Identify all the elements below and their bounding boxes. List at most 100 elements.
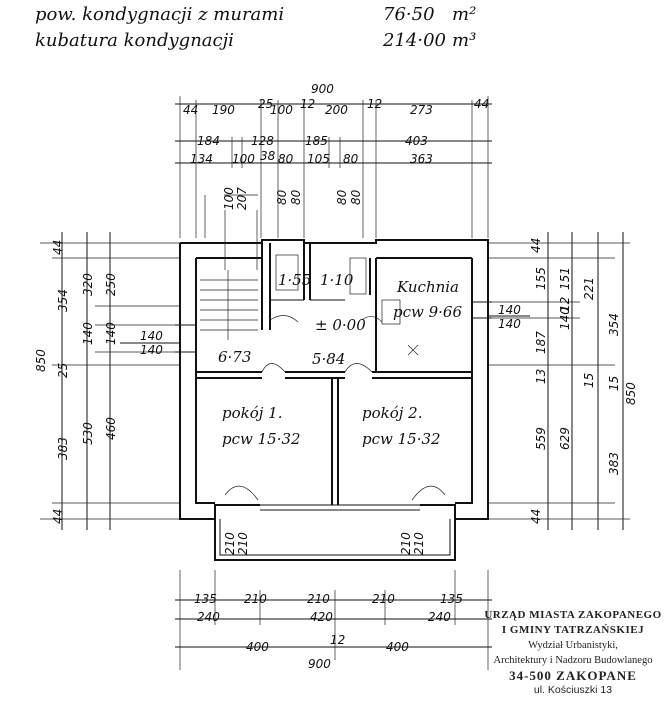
dim-right-overall: 850 <box>624 382 638 405</box>
dim-top-9: 44 <box>474 97 489 111</box>
dim-top-r3-2: 100 <box>232 152 255 166</box>
dim-left-in-3: 530 <box>81 422 95 445</box>
stamp-line-5: 34-500 ZAKOPANE <box>509 668 637 683</box>
dim-right-small-1: 12 <box>558 297 572 312</box>
wc-area: 1·10 <box>320 271 354 289</box>
right-dimension-lines <box>488 232 630 530</box>
kitchen-counter <box>381 299 401 325</box>
top-dimension-lines <box>175 96 492 238</box>
building-walls <box>175 210 492 561</box>
dim-top-r2-2: 128 <box>251 134 274 148</box>
room1-area: pcw 15·32 <box>222 430 301 448</box>
dim-left-in-1: 320 <box>81 273 95 296</box>
dim-balcony-2: 210 <box>236 532 250 555</box>
left-dimension-lines <box>40 232 180 530</box>
volume-unit: m³ <box>452 30 476 51</box>
room1-name: pokój 1. <box>222 404 282 422</box>
dim-top-r3-6: 80 <box>343 152 359 166</box>
dim-top-6: 200 <box>325 103 348 117</box>
dim-right-mid-1: 354 <box>607 313 621 336</box>
dim-right-in2-3: 187 <box>534 331 548 354</box>
dim-right-small-3: 15 <box>582 373 596 388</box>
dim-bottom-4: 210 <box>372 592 395 606</box>
dim-left-overall: 850 <box>34 349 48 372</box>
balcony-dimension-labels: 210 210 210 210 <box>223 532 426 555</box>
dim-right-window: 140 <box>498 303 521 317</box>
dim-overall-top: 900 <box>311 82 334 96</box>
volume-label: kubatura kondygnacji <box>35 30 234 51</box>
dim-left-window2: 140 <box>140 343 163 357</box>
header-notes: pow. kondygnacji z murami 76·50 m² kubat… <box>35 4 476 51</box>
dim-vert-4: 80 <box>289 189 303 205</box>
room-labels: Kuchnia pcw 9·66 pokój 1. pcw 15·32 pokó… <box>218 271 462 448</box>
floor-area-value: 76·50 <box>383 4 435 25</box>
dim-bottom-r2-2: 420 <box>310 610 333 624</box>
dim-balcony-3: 210 <box>399 532 413 555</box>
dim-top-3: 25 <box>258 97 273 111</box>
dim-top-r3-3: 38 <box>260 149 276 163</box>
dim-vert-2: 207 <box>235 187 249 210</box>
dim-right-mid-3: 383 <box>607 452 621 475</box>
dim-left-in2-1: 250 <box>104 273 118 296</box>
dim-left-in2-2: 140 <box>104 322 118 345</box>
dim-right-end-top: 44 <box>529 238 543 253</box>
hall2-area: 5·84 <box>312 350 345 368</box>
dim-right-in-3: 629 <box>558 427 572 450</box>
dim-top-r3-7: 363 <box>410 152 433 166</box>
dim-bottom-r2-3: 240 <box>428 610 451 624</box>
dim-right-small-2: 13 <box>534 369 548 384</box>
right-dimension-labels: 44 44 155 187 559 151 140 629 221 354 15… <box>498 238 638 524</box>
kitchen-name: Kuchnia <box>396 278 459 296</box>
approval-stamp: URZĄD MIASTA ZAKOPANEGO I GMINY TATRZAŃS… <box>478 608 668 698</box>
dim-bottom-1: 135 <box>194 592 217 606</box>
dim-right-in2-4: 559 <box>534 427 548 450</box>
left-dimension-labels: 850 354 25 383 320 140 530 250 140 460 4… <box>34 240 163 524</box>
wc-fixture <box>349 257 367 295</box>
dim-bottom-r3-3: 400 <box>386 640 409 654</box>
dim-right-in2-1: 155 <box>534 267 548 290</box>
dim-left-end-top: 44 <box>51 240 65 255</box>
dim-right-mid-2: 15 <box>607 376 621 391</box>
dim-left-window: 140 <box>140 329 163 343</box>
dim-balcony-4: 210 <box>412 532 426 555</box>
chimney-mark <box>407 344 419 356</box>
bottom-dimension-labels: 135 210 210 210 135 240 420 240 400 12 4… <box>194 592 463 671</box>
dim-left-in2-3: 460 <box>104 417 118 440</box>
dim-bottom-2: 210 <box>244 592 267 606</box>
dim-bottom-3: 210 <box>307 592 330 606</box>
dim-top-5: 12 <box>300 97 315 111</box>
dim-left-mid-2: 25 <box>56 363 70 378</box>
dim-top-r3-1: 134 <box>190 152 213 166</box>
bathtub <box>275 254 299 291</box>
dim-bottom-r2-1: 240 <box>197 610 220 624</box>
hall-area: 6·73 <box>218 348 251 366</box>
floor-area-label: pow. kondygnacji z murami <box>35 4 284 25</box>
dim-top-r2-3: 185 <box>305 134 328 148</box>
floor-area-unit: m² <box>452 4 476 25</box>
dim-right-in-1: 221 <box>582 277 596 300</box>
bath-area: 1·55 <box>278 271 311 289</box>
stamp-line-6: ul. Kościuszki 13 <box>533 684 613 696</box>
dim-top-8: 273 <box>410 103 433 117</box>
room2-area: pcw 15·32 <box>362 430 441 448</box>
dim-top-2: 190 <box>212 103 235 117</box>
stamp-line-4: Architektury i Nadzoru Budowlanego <box>493 655 653 666</box>
dim-right-in-2: 140 <box>558 307 572 330</box>
dim-left-end-bottom: 44 <box>51 509 65 524</box>
dim-left-mid-1: 354 <box>56 289 70 312</box>
dim-right-in2-2: 151 <box>558 267 572 290</box>
dim-vert-3: 80 <box>275 189 289 205</box>
dim-top-7: 12 <box>367 97 382 111</box>
floor-level: ± 0·00 <box>315 316 366 334</box>
dim-left-mid-3: 383 <box>56 437 70 460</box>
dim-bottom-r3-1: 400 <box>246 640 269 654</box>
staircase <box>200 210 258 340</box>
kitchen-area: pcw 9·66 <box>393 303 462 321</box>
top-dimension-labels: 900 44 190 25 100 12 200 12 273 44 184 1… <box>183 82 489 210</box>
dim-vert-6: 80 <box>349 189 363 205</box>
stamp-line-2: I GMINY TATRZAŃSKIEJ <box>501 624 645 636</box>
dim-top-r2-1: 184 <box>197 134 220 148</box>
dim-top-r3-4: 80 <box>278 152 294 166</box>
stamp-line-1: URZĄD MIASTA ZAKOPANEGO <box>484 609 662 621</box>
